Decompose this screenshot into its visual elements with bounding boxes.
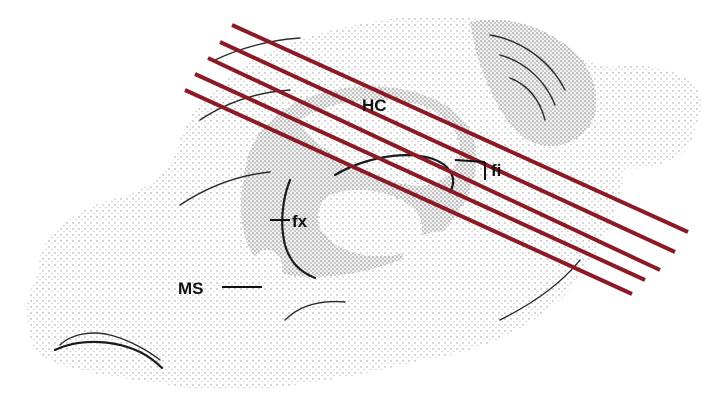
label-ms: MS [178, 279, 204, 298]
label-hc: HC [362, 96, 387, 115]
brain-illustration [27, 16, 701, 390]
label-fx: fx [292, 212, 308, 231]
label-fi: fi [491, 161, 501, 180]
